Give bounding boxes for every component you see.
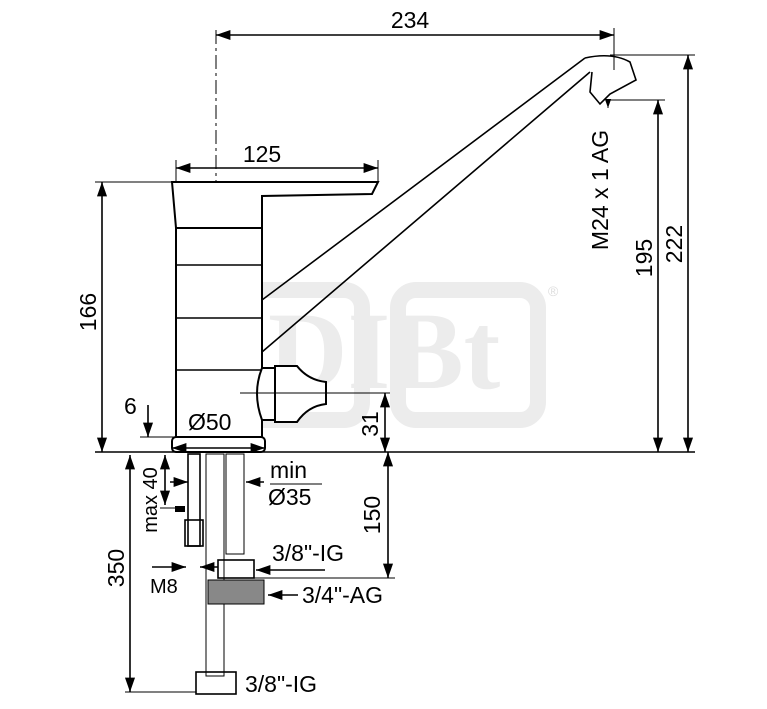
label-connection-lower: 3/8"-IG (245, 671, 317, 697)
dim-hose-350: 350 (103, 549, 129, 587)
dim-stud-thread: M8 (150, 576, 178, 598)
dim-lever-length: 125 (243, 141, 281, 167)
label-connection-valve: 3/4"-AG (302, 582, 383, 608)
dim-total-height: 222 (661, 225, 687, 263)
dim-valve-height: 31 (357, 411, 383, 437)
dim-body-height: 166 (75, 293, 101, 331)
dim-hose-150: 150 (359, 496, 385, 534)
watermark-registered: ® (548, 283, 559, 299)
connection-hoses (175, 453, 265, 695)
dim-flange-offset: 6 (124, 393, 137, 419)
dim-min-label: min (270, 457, 307, 483)
label-connection-upper: 3/8"-IG (272, 540, 344, 566)
dim-outlet-height: 195 (631, 239, 657, 277)
dim-aerator-thread: M24 x 1 AG (587, 130, 613, 250)
dim-max-thickness: max 40 (140, 467, 162, 533)
dim-base-diameter: Ø50 (188, 409, 231, 435)
dim-min-hole-diameter: Ø35 (268, 484, 311, 510)
dim-spout-reach: 234 (391, 7, 430, 33)
